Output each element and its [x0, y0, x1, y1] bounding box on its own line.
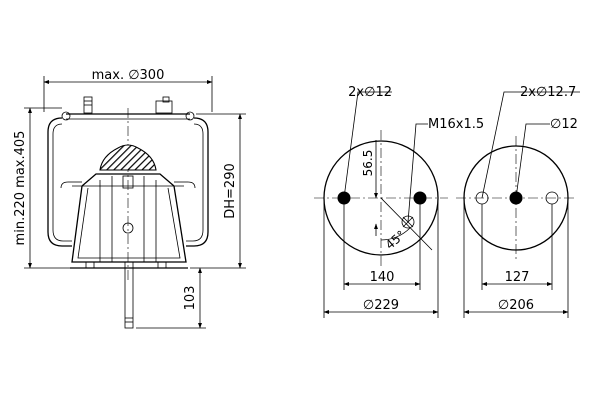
piston-hole-icon	[122, 222, 134, 234]
bellow-outline-outer	[47, 117, 72, 247]
base-bolt-right-icon	[157, 261, 167, 269]
piston-body	[71, 185, 187, 263]
top-spacing-label: 140	[370, 270, 395, 285]
top-stud-right-icon	[155, 100, 173, 114]
bellow-outline-inner	[52, 123, 72, 242]
m16-hole-icon	[401, 215, 415, 229]
offset-label: 56.5	[361, 150, 375, 177]
bottom-bolt-label: 2x∅12.7	[520, 85, 576, 100]
height-range-label: min.220 max.405	[13, 131, 28, 246]
bottom-spacing-label: 127	[505, 270, 530, 285]
bump-stop-hatched	[99, 144, 157, 171]
width-label: max. ∅300	[92, 68, 165, 83]
top-plate-curl-right-icon	[185, 111, 195, 121]
piston-outline	[81, 173, 175, 187]
bellow-outline-inner-right	[186, 123, 204, 242]
top-plate-view: 2x∅12 M16x1.5 56.5 45° 140 ∅229	[314, 85, 484, 318]
bottom-diameter-label: ∅206	[498, 298, 534, 313]
dh-label: DH=290	[223, 163, 238, 219]
top-plate-curl-left-icon	[61, 111, 71, 121]
bellow-outline-outer-right	[186, 117, 209, 247]
center-nut-icon	[122, 175, 134, 189]
top-bolt-right-icon	[413, 191, 427, 205]
bottom-stem	[124, 261, 134, 329]
top-bolt-label: 2x∅12	[348, 85, 392, 100]
angle-label: 45°	[383, 228, 408, 252]
base-bolt-left-icon	[85, 261, 95, 269]
bottom-plate-view: 2x∅12.7 ∅12 127 ∅206	[456, 85, 580, 318]
bottom-hole-label: ∅12	[550, 117, 578, 132]
thread-label: M16x1.5	[428, 117, 484, 132]
top-diameter-label: ∅229	[363, 298, 399, 313]
stem-label: 103	[183, 286, 198, 311]
side-view: max. ∅300 min.220 max.405 DH=290 103	[13, 68, 246, 329]
